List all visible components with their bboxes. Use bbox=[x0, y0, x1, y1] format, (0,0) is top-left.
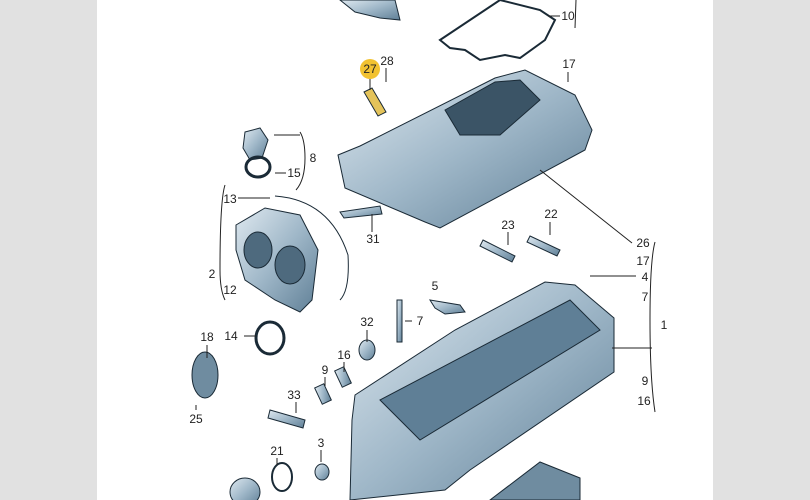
leader-lines bbox=[195, 0, 656, 465]
pulley-18 bbox=[191, 351, 219, 399]
o-ring-14 bbox=[254, 320, 286, 356]
callout-23[interactable]: 23 bbox=[501, 218, 515, 232]
pin-23 bbox=[479, 239, 516, 263]
callout-15[interactable]: 15 bbox=[287, 166, 301, 180]
top-bracket bbox=[339, 0, 401, 21]
callout-31[interactable]: 31 bbox=[366, 232, 380, 246]
callout-26[interactable]: 26 bbox=[636, 236, 650, 250]
cover-gasket bbox=[438, 0, 557, 62]
plate-5 bbox=[428, 299, 466, 315]
callout-17b[interactable]: 17 bbox=[636, 254, 650, 268]
baffle-plate bbox=[444, 79, 541, 136]
callout-9b[interactable]: 9 bbox=[321, 363, 329, 377]
callout-21[interactable]: 21 bbox=[270, 444, 284, 458]
callout-33[interactable]: 33 bbox=[287, 388, 301, 402]
bolt-7 bbox=[396, 299, 403, 343]
callout-8[interactable]: 8 bbox=[309, 151, 317, 165]
callout-16b[interactable]: 16 bbox=[337, 348, 351, 362]
pin-31 bbox=[339, 205, 383, 219]
gasket-bottom bbox=[489, 461, 581, 500]
callout-28[interactable]: 28 bbox=[380, 54, 394, 68]
callout-9[interactable]: 9 bbox=[641, 374, 649, 388]
cover-gasket-line bbox=[274, 195, 349, 301]
callout-25[interactable]: 25 bbox=[189, 412, 203, 426]
pin-33 bbox=[267, 409, 306, 429]
callout-22[interactable]: 22 bbox=[544, 207, 558, 221]
callout-32[interactable]: 32 bbox=[360, 315, 374, 329]
cap-seal bbox=[244, 155, 272, 179]
head-ports bbox=[379, 299, 601, 441]
dowel-9 bbox=[314, 383, 332, 405]
oil-cap bbox=[242, 127, 269, 161]
callout-2[interactable]: 2 bbox=[208, 267, 216, 281]
callout-1[interactable]: 1 bbox=[660, 318, 668, 332]
callout-13[interactable]: 13 bbox=[223, 192, 237, 206]
callout-16[interactable]: 16 bbox=[637, 394, 651, 408]
callout-10[interactable]: 10 bbox=[561, 9, 575, 23]
plug-3 bbox=[314, 463, 330, 481]
callout-17[interactable]: 17 bbox=[562, 57, 576, 71]
callout-3[interactable]: 3 bbox=[317, 436, 325, 450]
callout-14[interactable]: 14 bbox=[224, 329, 238, 343]
callout-7b[interactable]: 7 bbox=[416, 314, 424, 328]
pin-22 bbox=[526, 235, 561, 257]
valve-cover bbox=[337, 69, 593, 229]
callout-7[interactable]: 7 bbox=[641, 290, 649, 304]
pulley-bottom bbox=[229, 477, 261, 500]
callout-5[interactable]: 5 bbox=[431, 279, 439, 293]
plug-32 bbox=[358, 339, 376, 361]
callout-27-highlighted[interactable]: 27 bbox=[360, 59, 380, 79]
solenoid-valve bbox=[363, 87, 387, 117]
dowel-16 bbox=[334, 366, 352, 388]
callout-4[interactable]: 4 bbox=[641, 270, 649, 284]
callout-18[interactable]: 18 bbox=[200, 330, 214, 344]
ring-21 bbox=[271, 462, 293, 492]
callout-12[interactable]: 12 bbox=[223, 283, 237, 297]
